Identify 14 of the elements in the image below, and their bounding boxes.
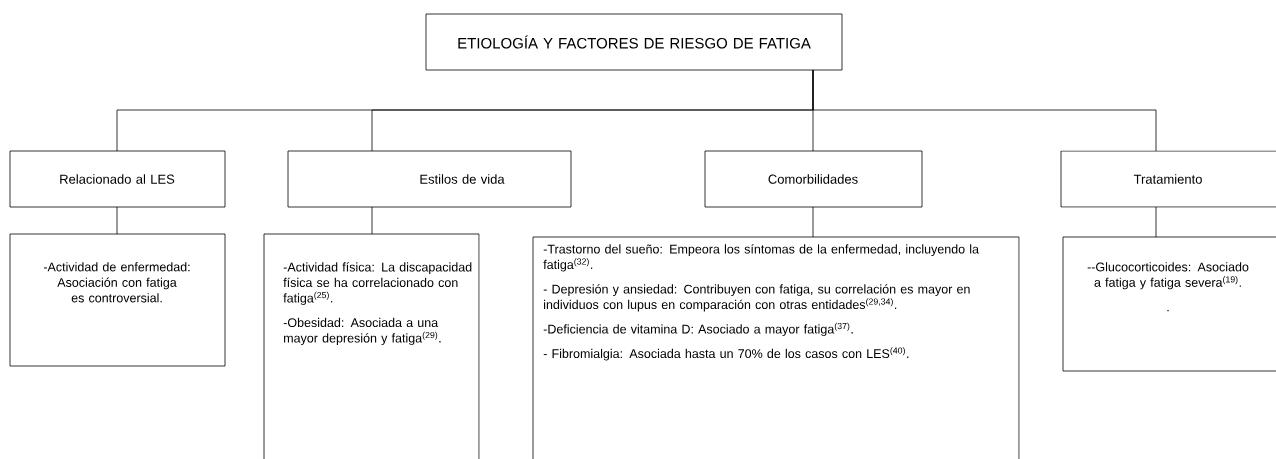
connector-line — [371, 206, 373, 235]
text-box: --Glucocorticoides: Asociado a fatiga y fatiga severa$^{(19)}$. . — [1062, 236, 1276, 372]
category-box: Relacionado al LES — [9, 150, 226, 208]
text-box: -Trastorno del sueño: Empeora los síntomas de la enfermedad, incluyendo la fatiga$^{(32)}$. - Depresión y ansiedad: Contribuyen con fatiga, su correlación es mayor en individuos con lupus en comparación con otras entidades$^{(29,34)}$. -Deficiencia de vitamina D: Asociado a mayor fatiga$^{(37)}$. - Fibromialgia: Asociada hasta un 70% de los casos con LES$^{(40)}$. — [532, 236, 1020, 459]
connector-line — [1155, 206, 1157, 238]
category-box: Estilos de vida — [287, 150, 572, 208]
connector-line — [812, 69, 1157, 152]
category-box: Tratamiento — [1060, 150, 1276, 208]
connector-line — [812, 206, 814, 238]
text-box: -Actividad física: La discapacidad física se ha correlacionado con fatiga$^{(25)}$. -Obesidad: Asociada a una mayor depresión y fatiga$^{(29)}$. — [263, 233, 480, 459]
text-box: -Actividad de enfermedad: Asociación con fatiga es controversial. — [9, 233, 226, 367]
connector-line — [116, 206, 118, 235]
category-box: Comorbilidades — [704, 150, 923, 208]
title-box: ETIOLOGÍA Y FACTORES DE RIESGO DE FATIGA — [425, 13, 843, 71]
